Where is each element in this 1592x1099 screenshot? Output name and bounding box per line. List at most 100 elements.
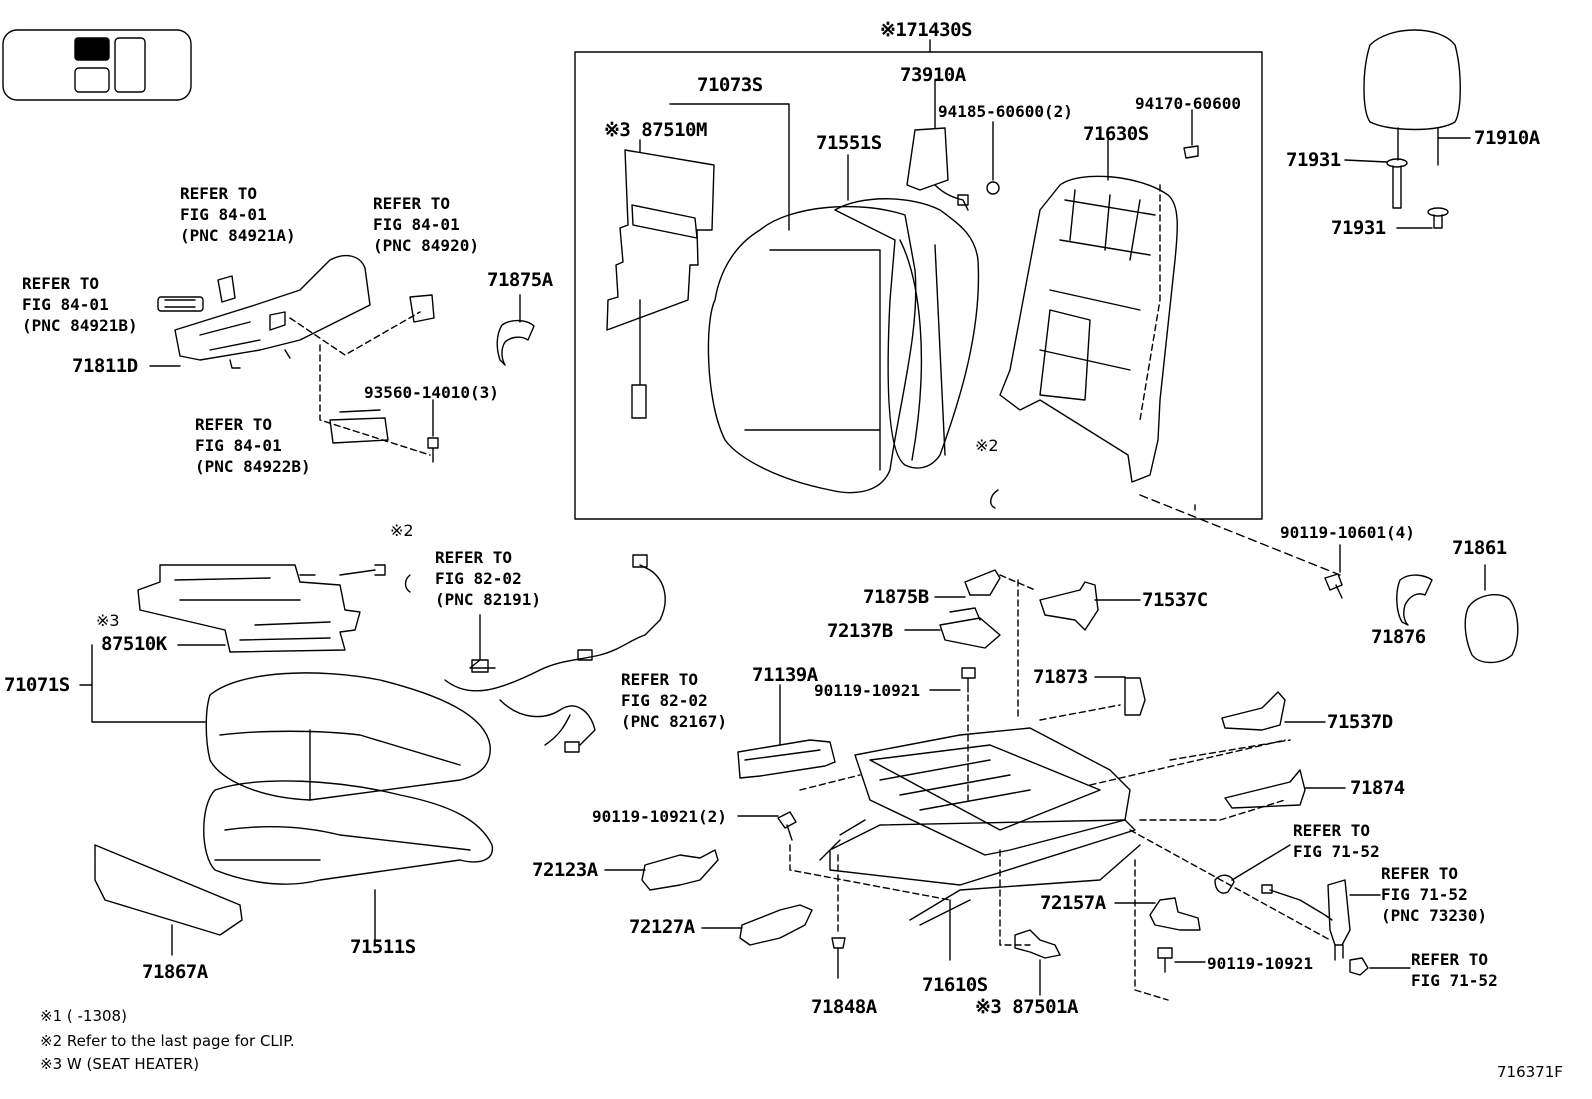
label-71867A: 71867A: [142, 961, 208, 983]
figure-id: 716371F: [1497, 1063, 1563, 1081]
seat-switch-knobs: [157, 275, 435, 323]
label-71875B: 71875B: [863, 586, 929, 608]
refer-line: (PNC 84921A): [180, 226, 296, 245]
label-71630S: 71630S: [1083, 123, 1149, 145]
bolt-90119-lower: [1157, 947, 1173, 973]
refer-line: FIG 84-01: [373, 215, 460, 234]
recliner-knob-71861: [1464, 594, 1519, 664]
cushion-pad: [203, 780, 494, 941]
vehicle-locator-icon: [2, 29, 192, 101]
refer-line: REFER TO: [1381, 864, 1459, 883]
cap-94170: [1183, 145, 1199, 159]
label-94185-60600: 94185-60600(2): [938, 102, 1073, 121]
seat-wire-harness: [444, 554, 666, 753]
refer-84921B: REFER TO FIG 84-01 (PNC 84921B): [22, 273, 138, 336]
label-71511S: 71511S: [350, 936, 416, 958]
seatback-assembly-box: [574, 51, 1263, 520]
label-71861: 71861: [1452, 537, 1507, 559]
label-71551S: 71551S: [816, 132, 882, 154]
label-71931-upper: 71931: [1286, 149, 1341, 171]
label-90119-10921-top: 90119-10921: [814, 681, 920, 700]
seatback-heater-sheet: [606, 139, 715, 419]
side-airbag-part: [906, 79, 969, 211]
refer-82167: REFER TO FIG 82-02 (PNC 82167): [621, 669, 727, 732]
refer-line: FIG 84-01: [195, 436, 282, 455]
clip-mark-seatback: ※2: [975, 436, 999, 455]
refer-line: REFER TO: [621, 670, 699, 689]
cushion-shield: [94, 844, 243, 956]
label-71848A: 71848A: [811, 996, 877, 1018]
label-171430S: ※171430S: [880, 19, 973, 41]
heater-mark-87510K: ※3: [96, 611, 120, 630]
clip-mark-cushion: ※2: [390, 521, 414, 540]
label-71910A: 71910A: [1474, 127, 1540, 149]
bolt-90119-top: [961, 667, 976, 693]
refer-line: (PNC 82191): [435, 590, 541, 609]
label-71610S: 71610S: [922, 974, 988, 996]
label-72123A: 72123A: [532, 859, 598, 881]
label-93560-14010: 93560-14010(3): [364, 383, 499, 402]
refer-line: FIG 84-01: [22, 295, 109, 314]
refer-line: FIG 82-02: [621, 691, 708, 710]
label-71873: 71873: [1033, 666, 1088, 688]
bolt-90119-pair: [777, 811, 797, 841]
label-94170-60600: 94170-60600: [1135, 94, 1241, 113]
seatback-pad: [834, 154, 980, 469]
refer-line: FIG 71-52: [1293, 842, 1380, 861]
seatback-cover: [669, 103, 917, 494]
label-71874: 71874: [1350, 777, 1405, 799]
label-72137B: 72137B: [827, 620, 893, 642]
screw-93560: [427, 437, 439, 463]
label-71537C: 71537C: [1142, 589, 1208, 611]
headrest: [1363, 29, 1471, 166]
label-71139A: 71139A: [752, 664, 818, 686]
seatbelt-buckle: [1261, 879, 1381, 961]
heater-connector: [1014, 929, 1061, 959]
refer-71-52-clip: REFER TO FIG 71-52: [1293, 820, 1380, 862]
recliner-cover-c: [1039, 581, 1099, 631]
refer-line: (PNC 84920): [373, 236, 479, 255]
label-71073S: 71073S: [697, 74, 763, 96]
refer-line: (PNC 84921B): [22, 316, 138, 335]
label-71876: 71876: [1371, 626, 1426, 648]
clip-symbol: [990, 489, 999, 509]
cover-72137b: [939, 607, 1001, 649]
cushion-cover: [79, 644, 491, 801]
recliner-cover-d: [1221, 691, 1286, 731]
refer-line: FIG 71-52: [1411, 971, 1498, 990]
clip-71-52: [1214, 874, 1235, 894]
recliner-cover-71876: [1396, 574, 1433, 626]
label-87510K: 87510K: [101, 633, 167, 655]
refer-line: REFER TO: [1411, 950, 1489, 969]
clip-71848a: [831, 937, 846, 979]
label-87501A: ※3 87501A: [975, 996, 1078, 1018]
headrest-support: [1344, 158, 1449, 229]
link-71874: [1224, 769, 1306, 809]
label-90119-10921-lower: 90119-10921: [1207, 954, 1313, 973]
refer-73230: REFER TO FIG 71-52 (PNC 73230): [1381, 863, 1487, 926]
refer-line: FIG 82-02: [435, 569, 522, 588]
seat-adjuster: [819, 727, 1141, 961]
refer-line: REFER TO: [180, 184, 258, 203]
nut-71-52: [1349, 957, 1369, 976]
bolt-90119-10601: [1324, 573, 1343, 599]
seat-switch-module: [329, 409, 389, 444]
cushion-heater-sheet: [137, 564, 386, 653]
refer-82191: REFER TO FIG 82-02 (PNC 82191): [435, 547, 541, 610]
refer-line: REFER TO: [373, 194, 451, 213]
label-73910A: 73910A: [900, 64, 966, 86]
label-71811D: 71811D: [72, 355, 138, 377]
bracket-71873: [1124, 677, 1146, 716]
cover-72127a: [739, 904, 813, 946]
hinge-cover-b: [964, 569, 1001, 596]
cover-72123a: [641, 849, 719, 891]
label-71537D: 71537D: [1327, 711, 1393, 733]
refer-line: FIG 71-52: [1381, 885, 1468, 904]
refer-84920: REFER TO FIG 84-01 (PNC 84920): [373, 193, 479, 256]
label-71071S: 71071S: [4, 674, 70, 696]
seat-track-cover: [737, 684, 836, 779]
label-90119-10921-pair: 90119-10921(2): [592, 807, 727, 826]
label-87510M: ※3 87510M: [604, 119, 707, 141]
